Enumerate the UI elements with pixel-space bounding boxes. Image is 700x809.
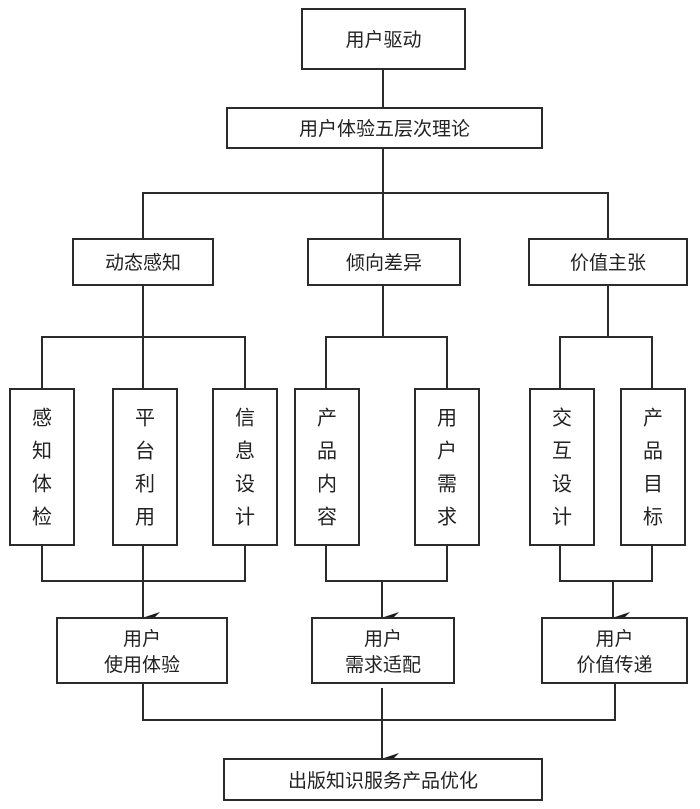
node-outcome1-line1: 用户: [123, 628, 161, 650]
sub-node-char: 计: [552, 505, 572, 529]
node-outcome1: 用户 使用体验: [56, 617, 228, 684]
sub-node-char: 设: [235, 472, 255, 496]
sub-node-char: 产: [317, 406, 337, 430]
node-outcome3: 用户 价值传递: [541, 617, 688, 684]
node-outcome1-box: [56, 617, 228, 684]
sub-node-box: [414, 388, 480, 546]
sub-node-box: [294, 388, 360, 546]
sub-node-box: [212, 388, 278, 546]
node-branch1-label: 动态感知: [105, 252, 181, 274]
node-branch1-box: [72, 238, 214, 286]
node-theory: 用户体验五层次理论: [226, 107, 543, 149]
connector-branch3-merge: [559, 545, 653, 582]
node-outcome3-line2: 价值传递: [576, 654, 652, 676]
sub-node-char: 产: [643, 406, 663, 430]
connector-branch2-bar: [325, 336, 448, 389]
sub-node-char: 交: [552, 406, 572, 430]
sub-node-char: 求: [437, 505, 457, 529]
connector-branch2-merge: [325, 545, 448, 582]
sub-node-char: 息: [235, 439, 255, 463]
node-branch3: 价值主张: [528, 238, 688, 286]
node-branch3-box: [528, 238, 688, 286]
sub-node-char: 体: [32, 472, 52, 496]
node-outcome2-line1: 用户: [364, 628, 402, 650]
sub-node-char: 品: [643, 439, 663, 463]
sub-node-char: 设: [552, 472, 572, 496]
sub-node-box: [9, 388, 75, 546]
node-outcome2: 用户 需求适配: [311, 617, 455, 684]
connector-branch1-bar: [41, 336, 246, 389]
sub-node-char: 目: [643, 472, 663, 496]
sub-node-char: 标: [643, 505, 663, 529]
node-outcome1-line2: 使用体验: [104, 654, 180, 676]
node-result: 出版知识服务产品优化: [223, 758, 543, 801]
node-branch1: 动态感知: [72, 238, 214, 286]
node-theory-box: [226, 107, 543, 149]
connector-branch3-bar: [559, 336, 653, 389]
sub-node-char: 计: [235, 505, 255, 529]
sub-node-char: 知: [32, 439, 52, 463]
node-branch2-label: 倾向差异: [346, 252, 422, 274]
sub-node-box: [112, 388, 178, 546]
node-outcome2-box: [311, 617, 455, 684]
node-result-box: [223, 758, 543, 801]
sub-node-box: [620, 388, 686, 546]
sub-node-char: 内: [317, 472, 337, 496]
connector-outcomes-merge: [142, 683, 616, 721]
node-branch2: 倾向差异: [307, 238, 461, 286]
sub-node-char: 台: [135, 439, 155, 463]
sub-node-char: 品: [317, 439, 337, 463]
connector-level1-bar: [142, 192, 609, 239]
connectors: [41, 69, 653, 765]
sub-node-char: 容: [317, 505, 337, 529]
node-theory-label: 用户体验五层次理论: [299, 118, 470, 140]
node-title: 用户驱动: [301, 8, 466, 70]
sub-node-box: [529, 388, 595, 546]
sub-node-char: 互: [552, 439, 572, 463]
sub-node-char: 感: [32, 406, 52, 430]
node-outcome3-line1: 用户: [595, 628, 633, 650]
node-branch2-box: [307, 238, 461, 286]
node-title-label: 用户驱动: [345, 29, 421, 51]
node-result-label: 出版知识服务产品优化: [288, 770, 478, 792]
sub-node-char: 用: [135, 505, 155, 529]
sub-node-char: 信: [235, 406, 255, 430]
sub-node-char: 户: [437, 439, 457, 463]
sub-node-char: 检: [32, 505, 52, 529]
sub-node-char: 利: [135, 472, 155, 496]
sub-node-char: 平: [135, 406, 155, 430]
node-outcome2-line2: 需求适配: [345, 654, 421, 676]
node-title-box: [301, 8, 466, 70]
node-outcome3-box: [541, 617, 688, 684]
sub-node-char: 需: [437, 472, 457, 496]
node-branch3-label: 价值主张: [570, 252, 646, 274]
sub-node-char: 用: [437, 406, 457, 430]
